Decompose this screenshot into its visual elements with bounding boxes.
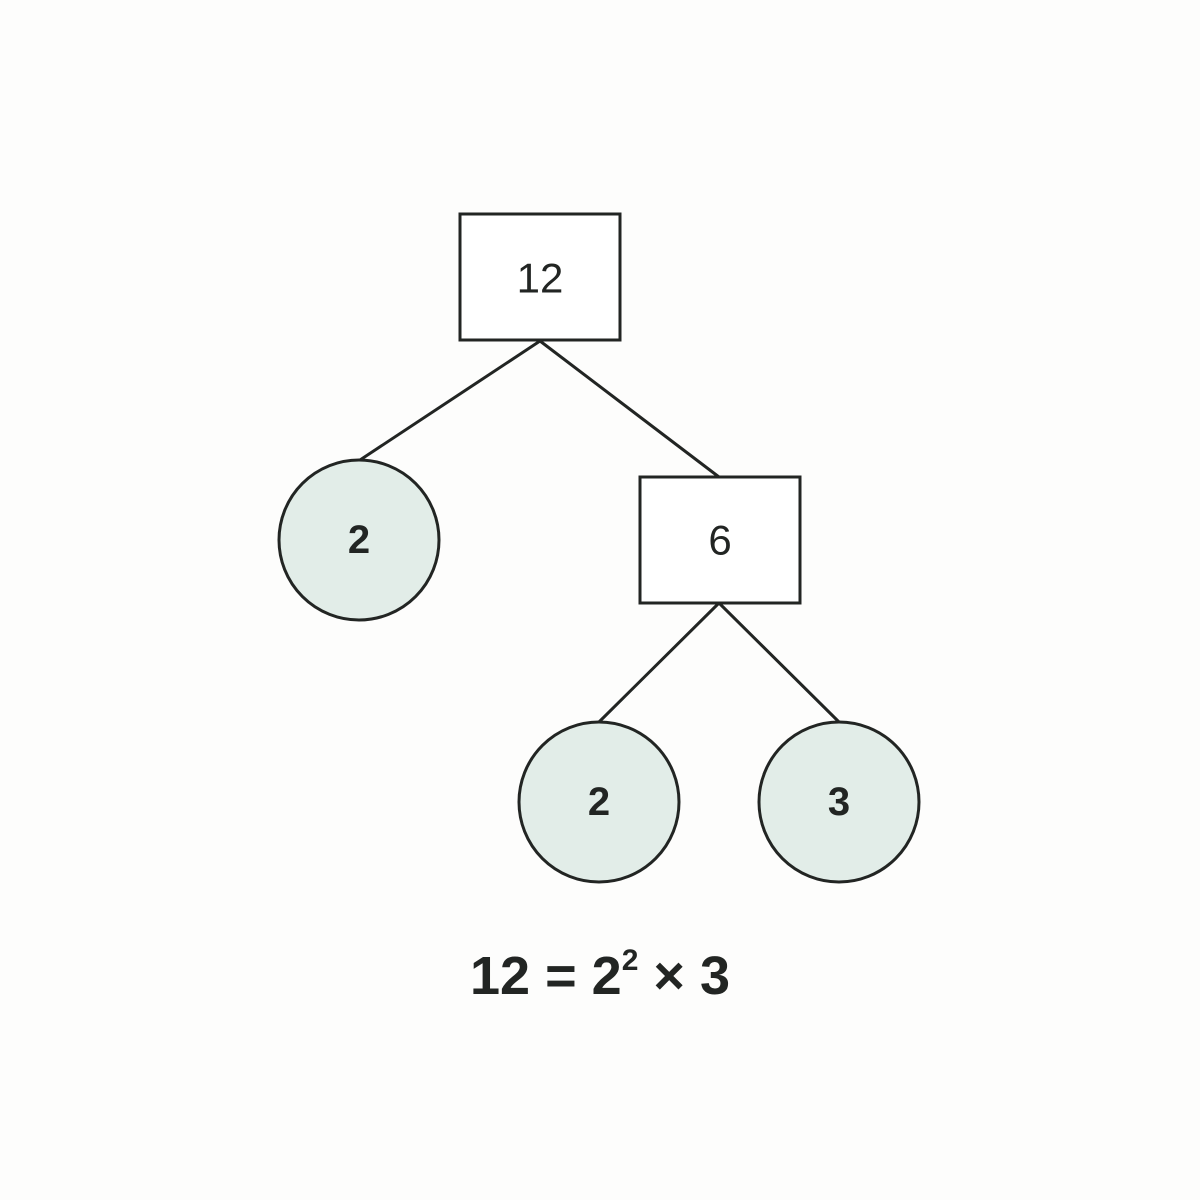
node-leaf-bottom-right: 3 [757,720,921,884]
node-leaf-bottom-left: 2 [517,720,681,884]
edge-6-to-3 [717,601,841,724]
node-mid: 6 [638,475,802,605]
root-box [458,212,622,342]
equation-equals: = [545,946,577,1006]
equation-exponent: 2 [621,944,639,977]
leaf-bottom-right-circle [757,720,921,884]
leaf-left-label: 2 [348,518,370,562]
node-leaf-left: 2 [277,458,441,622]
equation-factor: 3 [699,946,730,1006]
equation-base: 2 [591,946,622,1006]
mid-box [638,475,802,605]
edge-12-to-6 [539,339,720,479]
equation-lhs: 12 [469,946,531,1006]
mid-label: 6 [708,517,731,564]
leaf-bottom-right-label: 3 [828,780,850,824]
prime-factorization-equation: 12 = 22 × 3 [0,945,1200,1007]
root-label: 12 [517,255,564,302]
equation-times: × [653,946,685,1006]
edge-12-to-2 [359,339,541,462]
leaf-left-circle [277,458,441,622]
leaf-bottom-left-label: 2 [588,780,610,824]
leaf-bottom-left-circle [517,720,681,884]
node-root: 12 [458,212,622,342]
edge-6-to-2 [597,601,721,724]
